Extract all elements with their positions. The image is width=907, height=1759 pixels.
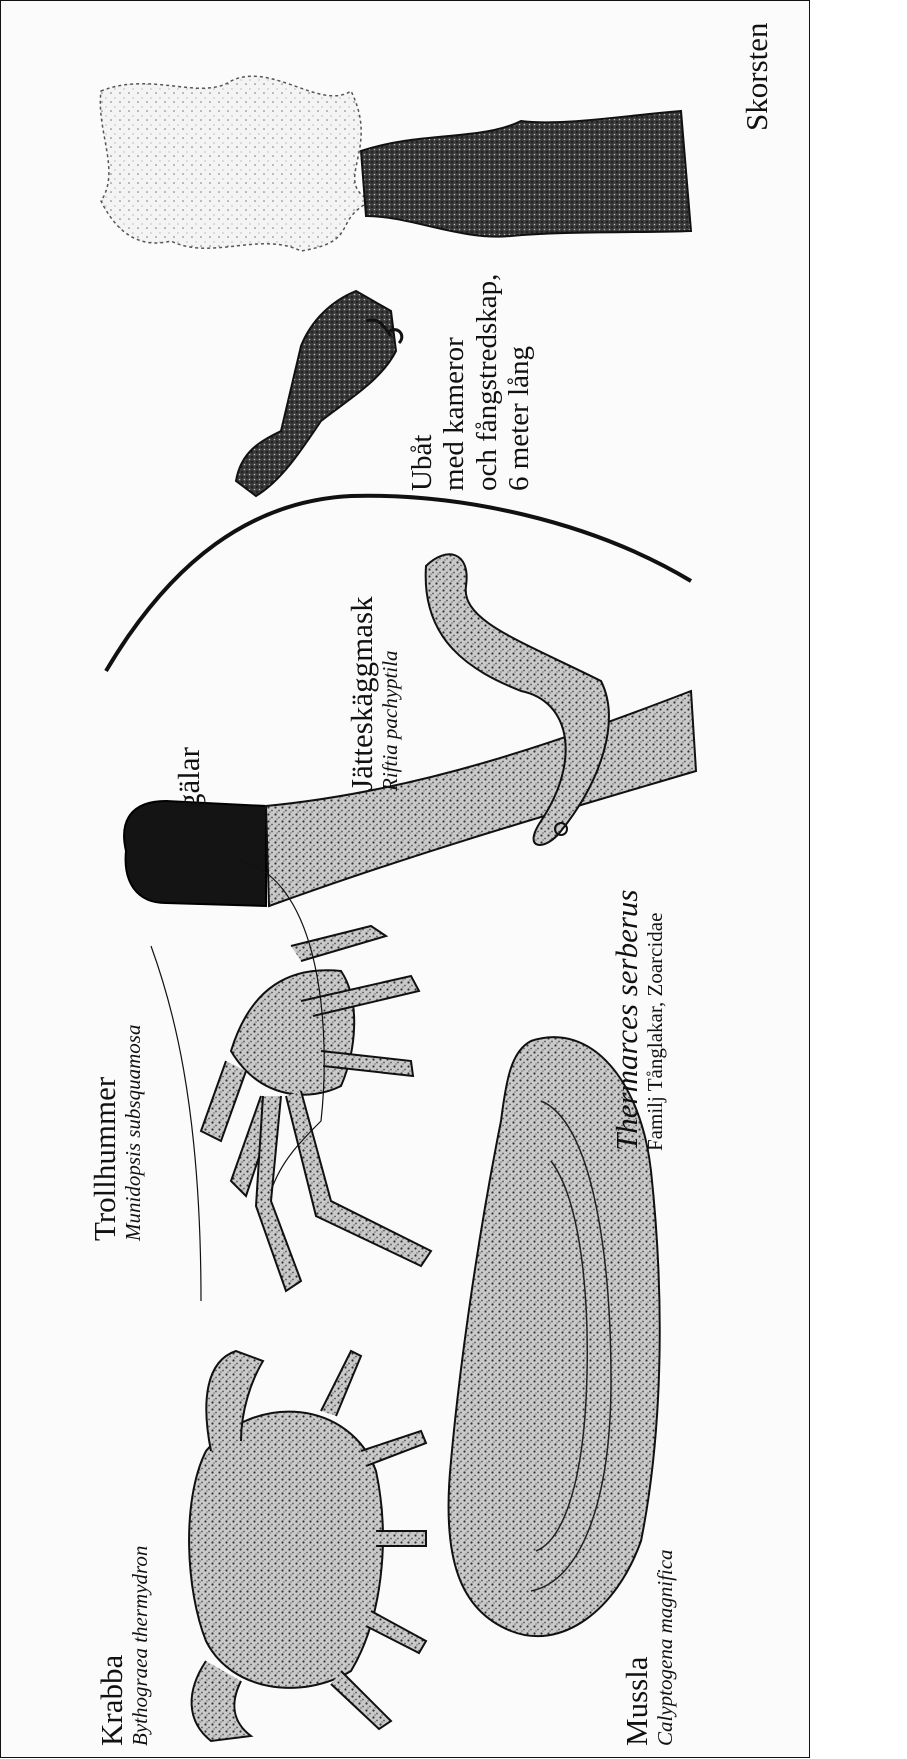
submarine-line3: och fångstredskap, [471,274,503,491]
krabba-common-name: Krabba [96,1546,129,1746]
mussla-scientific-name: Calyptogena magnifica [654,1549,676,1746]
submarine-label: Ubåt med kameror och fångstredskap, 6 me… [406,274,536,491]
crab-drawing [189,1351,426,1741]
trollhummer-label: Trollhummer Munidopsis subsquamosa [89,1025,144,1241]
chimney-text: Skorsten [741,23,774,132]
submarine-line2: med kameror [438,274,470,491]
worm-label: Jätteskäggmask Riftia pachyptila [346,596,401,791]
chimney-drawing [100,76,691,251]
tube-worm-drawing [124,691,696,906]
submarine-line4: 6 meter lång [503,274,535,491]
fish-label: Thermarces serberus Familj Tånglakar, Zo… [611,890,666,1151]
fish-family-name: Familj Tånglakar, Zoarcidae [644,890,666,1151]
krabba-label: Krabba Bythograea thermydron [96,1546,151,1746]
fish-scientific-name: Thermarces serberus [611,890,644,1151]
worm-scientific-name: Riftia pachyptila [379,596,401,791]
chimney-label: Skorsten [741,23,774,132]
hydrothermal-vent-fauna-drawing [1,1,811,1759]
submarine-drawing [236,291,402,496]
gills-text: gälar [173,747,206,809]
mussla-common-name: Mussla [621,1549,654,1746]
trollhummer-scientific-name: Munidopsis subsquamosa [122,1025,144,1241]
gills-label: gälar [173,747,206,809]
worm-common-name: Jätteskäggmask [346,596,379,791]
trollhummer-common-name: Trollhummer [89,1025,122,1241]
squat-lobster-drawing [151,861,431,1301]
mussla-label: Mussla Calyptogena magnifica [621,1549,676,1746]
illustration-frame: Krabba Bythograea thermydron Mussla Caly… [0,0,810,1758]
submarine-line1: Ubåt [406,274,438,491]
krabba-scientific-name: Bythograea thermydron [129,1546,151,1746]
